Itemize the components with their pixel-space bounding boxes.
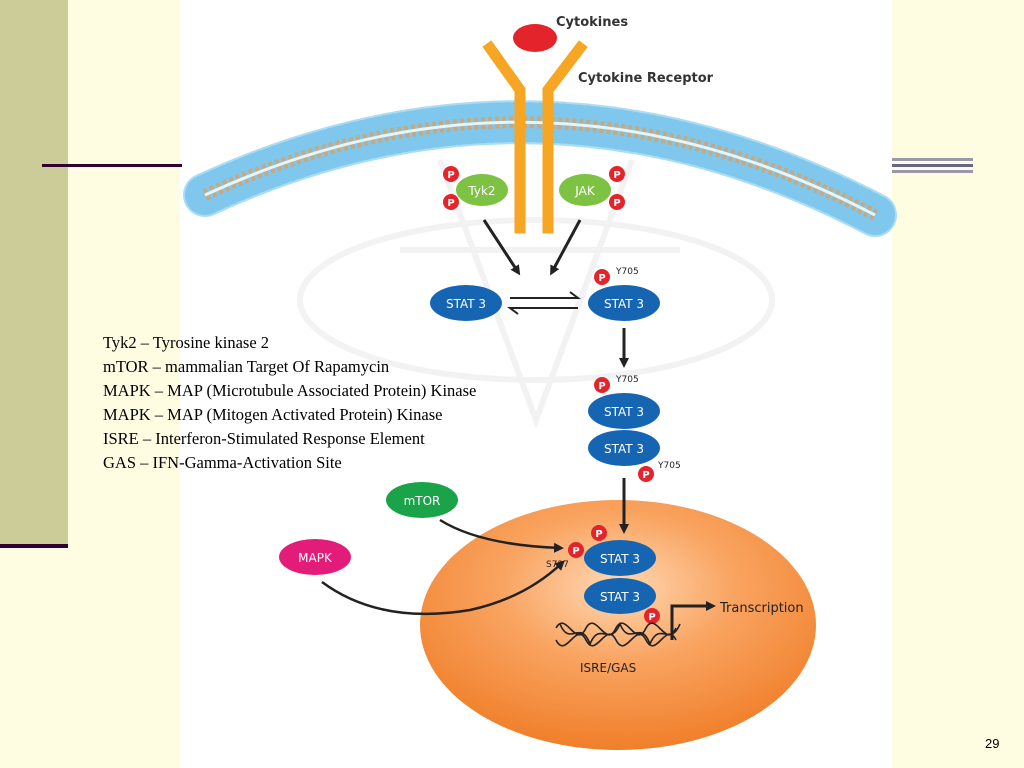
phospho-nuclear-bottom: [644, 608, 660, 624]
abbreviation-legend: Tyk2 – Tyrosine kinase 2 mTOR – mammalia…: [103, 331, 476, 475]
label-y705-b: Y705: [615, 375, 639, 385]
cytokine: [513, 24, 557, 52]
top-right-rules: [892, 158, 973, 178]
stat3-nuclear-top: [584, 540, 656, 576]
svg-text:P: P: [447, 198, 454, 209]
phospho-y705-a: [594, 269, 610, 285]
legend-line: Tyk2 – Tyrosine kinase 2: [103, 333, 270, 352]
phospho-nuclear-top: [591, 525, 607, 541]
label-y705-a: Y705: [615, 267, 639, 277]
left-decor-band: [0, 0, 68, 546]
stat3-dimer-top: [588, 393, 660, 429]
arrow-mapk: [321, 560, 565, 616]
phospho-s727: [568, 542, 584, 558]
mtor: [386, 482, 458, 518]
legend-line: mTOR – mammalian Target Of Rapamycin: [103, 357, 390, 376]
svg-text:STAT 3: STAT 3: [600, 552, 640, 566]
arrow-mtor: [439, 518, 564, 553]
label-s727: S727: [546, 560, 569, 570]
svg-text:STAT 3: STAT 3: [604, 297, 644, 311]
phospho-tyk2-bottom: [443, 194, 459, 210]
equilibrium-arrows: [507, 291, 581, 315]
page-number: 29: [985, 736, 1000, 751]
stat3-dimer-bottom: [588, 430, 660, 466]
label-cytokines: Cytokines: [556, 15, 628, 30]
svg-text:P: P: [595, 529, 602, 540]
legend-line: MAPK – MAP (Microtubule Associated Prote…: [103, 381, 477, 400]
mapk: [279, 539, 351, 575]
svg-text:P: P: [613, 170, 620, 181]
label-tyk2: Tyk2: [467, 184, 495, 198]
tyk2: [456, 174, 508, 206]
cell-membrane: [183, 100, 897, 237]
arrow-tyk2-to-stat3: [482, 219, 521, 276]
label-jak: JAK: [574, 184, 596, 198]
svg-text:STAT 3: STAT 3: [604, 405, 644, 419]
stat3-nuclear-bottom: [584, 578, 656, 614]
svg-text:STAT 3: STAT 3: [600, 590, 640, 604]
phospho-y705-c: [638, 466, 654, 482]
top-left-rule: [42, 164, 182, 167]
phospho-tyk2-top: [443, 166, 459, 182]
svg-text:STAT 3: STAT 3: [604, 442, 644, 456]
phospho-jak-bottom: [609, 194, 625, 210]
label-mtor: mTOR: [404, 494, 441, 508]
label-y705-c: Y705: [657, 461, 681, 471]
stat3-inactive: [430, 285, 502, 321]
svg-text:P: P: [598, 273, 605, 284]
label-transcription: Transcription: [719, 601, 804, 616]
svg-text:P: P: [648, 612, 655, 623]
left-decor-rule: [0, 544, 68, 548]
jak: [559, 174, 611, 206]
arrow-transcription: [670, 601, 716, 640]
phospho-y705-b: [594, 377, 610, 393]
legend-line: MAPK – MAP (Mitogen Activated Protein) K…: [103, 405, 443, 424]
arrow-jak-to-stat3: [550, 219, 582, 276]
phospho-jak-top: [609, 166, 625, 182]
label-mapk: MAPK: [298, 551, 333, 565]
dna-helix: [555, 621, 681, 647]
label-cytokine-receptor: Cytokine Receptor: [578, 71, 714, 86]
svg-text:P: P: [447, 170, 454, 181]
svg-text:P: P: [572, 546, 579, 557]
cytokine-receptor: [482, 40, 588, 234]
svg-text:P: P: [598, 381, 605, 392]
svg-text:P: P: [613, 198, 620, 209]
legend-line: GAS – IFN-Gamma-Activation Site: [103, 453, 342, 472]
svg-text:STAT 3: STAT 3: [446, 297, 486, 311]
svg-text:P: P: [642, 470, 649, 481]
stat3-phosphorylated: [588, 285, 660, 321]
label-isre-gas: ISRE/GAS: [580, 661, 636, 675]
legend-line: ISRE – Interferon-Stimulated Response El…: [103, 429, 425, 448]
watermark-logo: [297, 158, 775, 429]
